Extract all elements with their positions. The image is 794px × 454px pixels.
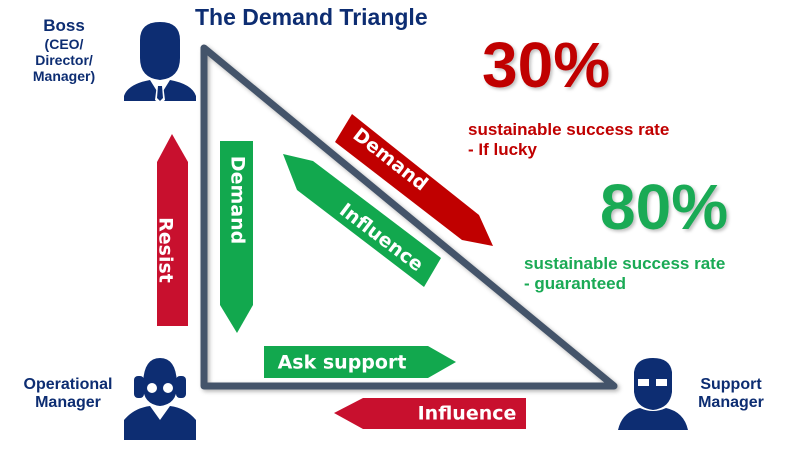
influence-left-arrow-label: Influence	[418, 403, 517, 425]
guaranteed-success-percentage: 80%	[600, 171, 729, 243]
operational-label-line: Manager	[35, 394, 101, 412]
influence-left-arrow: Influence	[334, 398, 526, 429]
boss-subtitle-line: Manager)	[32, 67, 96, 84]
resist-arrow: Resist	[155, 134, 188, 326]
boss-subtitle-line: Director/	[35, 51, 93, 68]
operational-manager-label: Operational Manager	[8, 376, 128, 413]
demand-down-arrow-label: Demand	[227, 156, 249, 244]
lucky-success-percentage: 30%	[482, 29, 611, 101]
lucky-caption-line: sustainable success rate	[468, 120, 670, 139]
boss-label: Boss (CEO/ Director/ Manager)	[28, 16, 100, 84]
support-manager-label: Support Manager	[686, 376, 776, 413]
support-label-line: Manager	[698, 394, 764, 412]
lucky-caption-line: - If lucky	[468, 140, 537, 160]
operational-manager-avatar-icon	[124, 358, 196, 440]
operational-label-line: Operational	[23, 376, 113, 393]
support-manager-avatar-icon	[618, 358, 688, 430]
boss-subtitle-line: (CEO/	[44, 35, 84, 52]
resist-arrow-label: Resist	[155, 217, 177, 283]
guaranteed-caption-line: sustainable success rate	[524, 254, 726, 273]
demand-down-arrow: Demand	[220, 141, 253, 333]
guaranteed-caption-line: - guaranteed	[524, 274, 627, 294]
ask-support-arrow-label: Ask support	[278, 352, 407, 374]
support-label-line: Support	[700, 376, 762, 393]
boss-name: Boss	[43, 16, 85, 35]
ask-support-arrow: Ask support	[264, 346, 456, 378]
diagram-title: The Demand Triangle	[195, 4, 428, 30]
guaranteed-success-caption: sustainable success rate - guaranteed	[524, 254, 725, 295]
boss-avatar-icon	[124, 22, 196, 104]
lucky-success-caption: sustainable success rate - If lucky	[468, 120, 669, 161]
demand-triangle	[200, 44, 618, 390]
